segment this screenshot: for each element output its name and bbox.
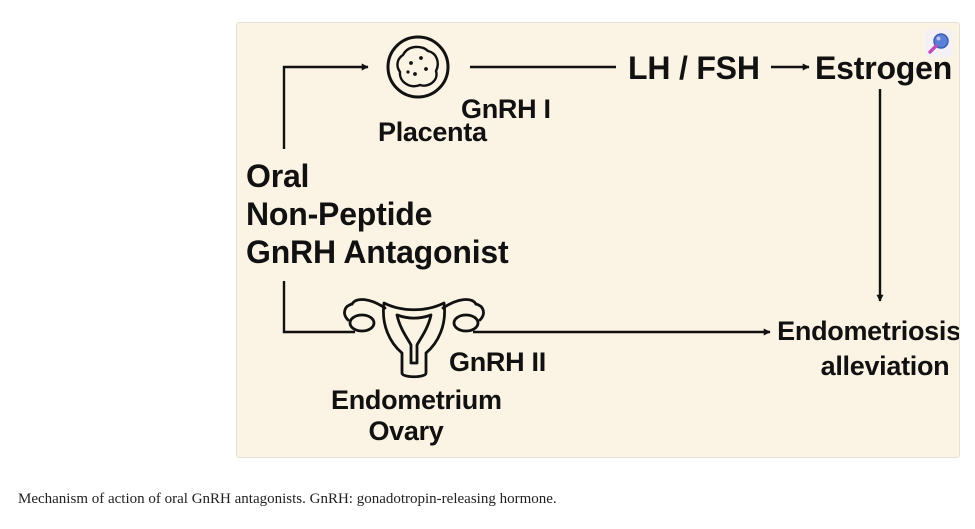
diagram-figure: Oral Non-Peptide GnRH Antagonist Placent…: [236, 22, 960, 458]
placenta-label: Placenta: [378, 117, 487, 147]
placenta-icon: [386, 35, 450, 99]
oral-label-line2: Non-Peptide: [246, 196, 433, 232]
endometrium-label: Endometrium: [331, 385, 502, 415]
uterus-icon: [343, 298, 485, 379]
zoom-button[interactable]: [925, 29, 953, 57]
arrow-oral-to-placenta: [282, 63, 369, 149]
line-oral-to-uterus: [282, 281, 355, 334]
gnrh1-label: GnRH I: [461, 94, 551, 124]
gnrh2-label: GnRH II: [449, 347, 546, 377]
figure-caption: Mechanism of action of oral GnRH antagon…: [18, 491, 557, 507]
ovary-label: Ovary: [368, 416, 444, 446]
diagram-connectors: [282, 35, 884, 379]
alleviation-label: alleviation: [820, 351, 950, 381]
lhfsh-label: LH / FSH: [628, 50, 760, 86]
oral-label-line3: GnRH Antagonist: [246, 234, 509, 270]
endometriosis-label: Endometriosis: [777, 316, 960, 346]
magnifier-icon: [928, 33, 949, 54]
oral-label-line1: Oral: [246, 158, 310, 194]
